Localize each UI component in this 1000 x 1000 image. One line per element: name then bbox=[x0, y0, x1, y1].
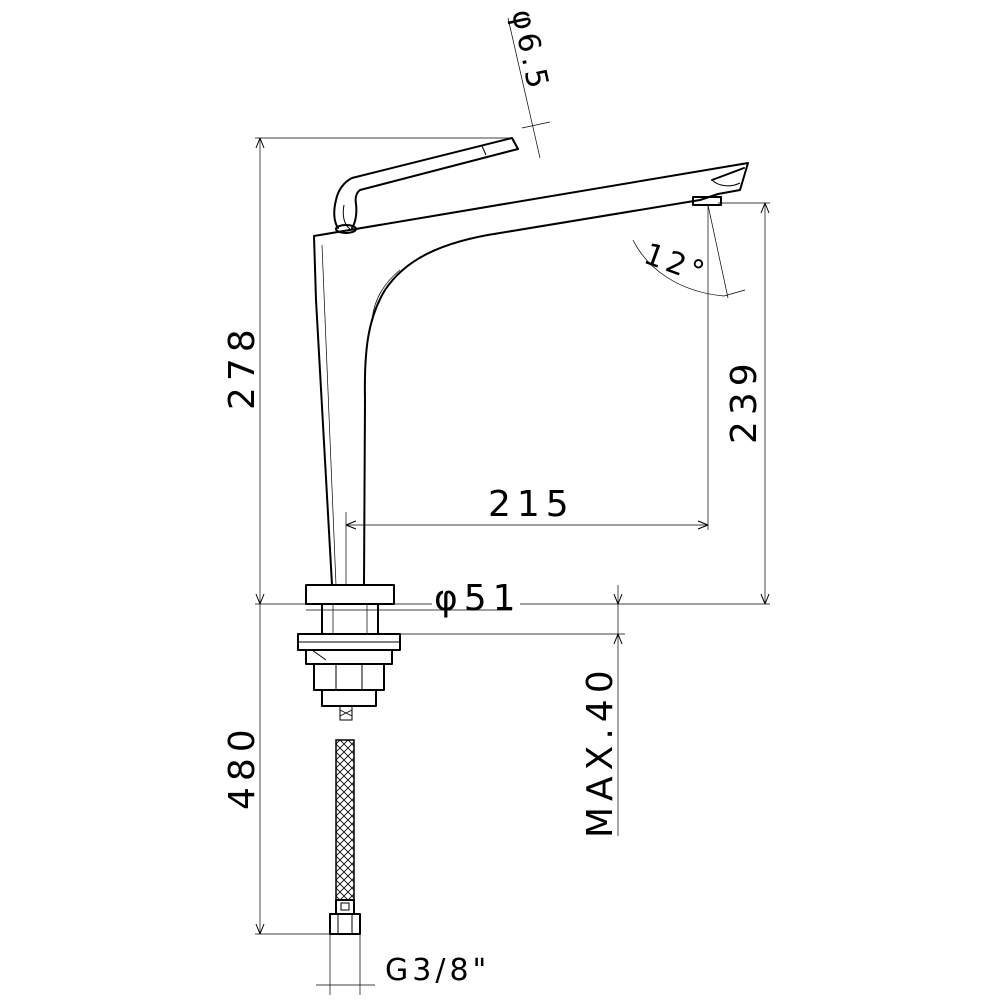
faucet-body bbox=[313, 162, 749, 586]
washer bbox=[305, 649, 393, 665]
hose-length-label: 480 bbox=[222, 723, 263, 810]
spout-reach-label: 215 bbox=[488, 484, 575, 525]
handle-lever bbox=[333, 137, 519, 234]
fixing-plate bbox=[297, 633, 401, 651]
spout-angle-label: 12° bbox=[639, 237, 712, 292]
base-flange bbox=[305, 584, 395, 605]
max-deck-thickness-label: MAX.40 bbox=[580, 664, 621, 838]
dimension-lines bbox=[255, 17, 770, 995]
handle-diameter-label: φ6.5 bbox=[504, 6, 556, 95]
base-diameter-label: φ51 bbox=[434, 578, 522, 619]
connection-thread-label: G3/8" bbox=[385, 953, 490, 988]
dimension-labels: φ6.5 278 239 215 12° φ51 MAX.40 480 G3/8… bbox=[222, 6, 765, 988]
hose-connector-nut bbox=[329, 913, 361, 935]
threaded-tail bbox=[321, 689, 377, 721]
flexible-hose bbox=[335, 739, 355, 915]
spout-height-label: 239 bbox=[724, 357, 765, 444]
nut bbox=[313, 663, 385, 691]
total-height-label: 278 bbox=[222, 323, 263, 410]
mounting-shank bbox=[321, 603, 379, 635]
